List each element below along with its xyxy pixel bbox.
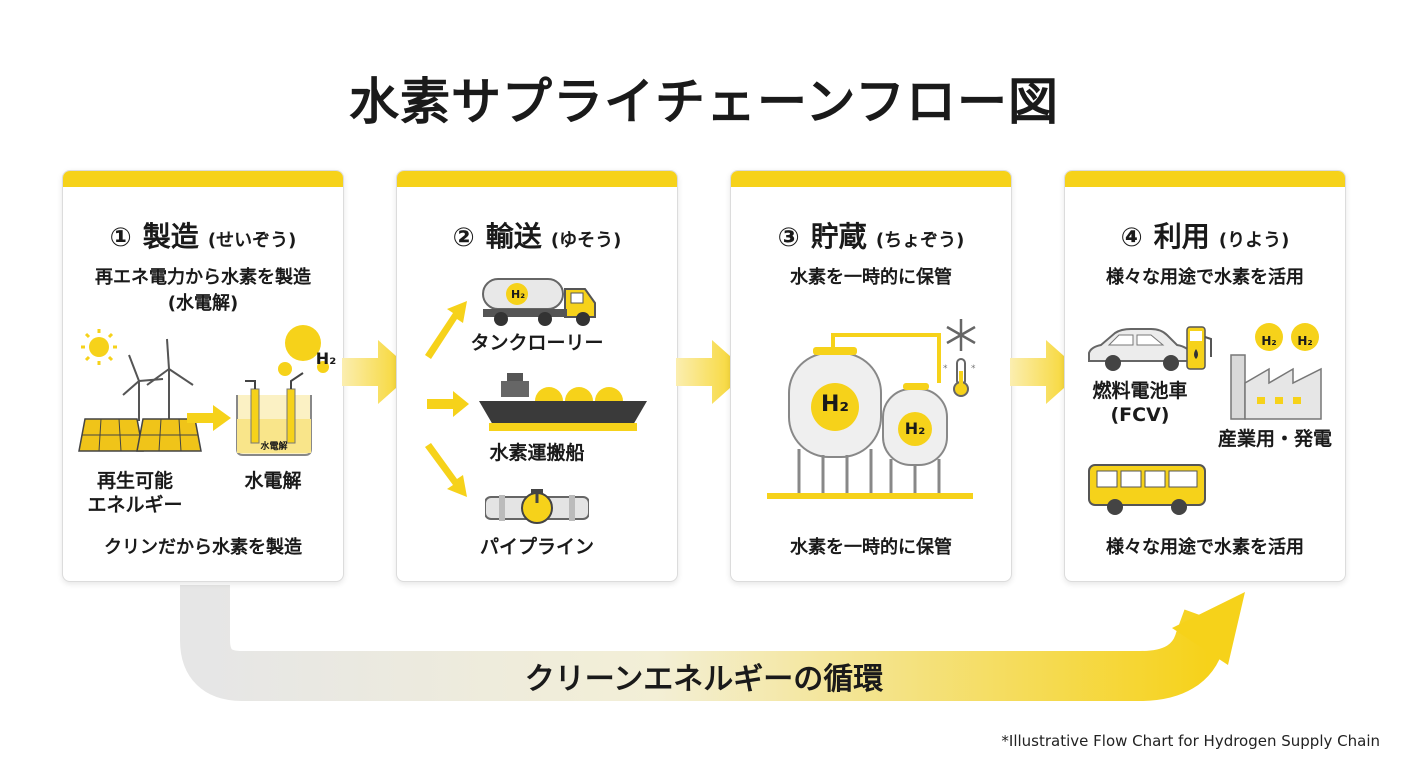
tank-label: 水電解 <box>260 442 288 452</box>
step-name: 輸送 <box>485 220 542 253</box>
step-card-utilization: ④ 利用 (りよう) 様々な用途で水素を活用 燃料電池車 (FCV) H₂ H₂… <box>1064 170 1346 582</box>
svg-text:*: * <box>943 364 948 374</box>
electrolysis-tank-icon <box>236 325 329 456</box>
step-heading: ③ 貯蔵 (ちょぞう) <box>731 215 1011 255</box>
h2-bubble-label: H₂ <box>315 349 337 368</box>
electrolysis-label: 水電解 <box>244 470 302 492</box>
page-title: 水素サプライチェーンフロー図 <box>349 73 1059 131</box>
step-reading: (ちょぞう) <box>875 230 965 251</box>
step-bottom-text: 水素を一時的に保管 <box>790 537 952 558</box>
renewable-energy-label: 再生可能 エネルギー <box>75 469 195 517</box>
big-tank-h2-label: H₂ <box>820 392 850 417</box>
thermometer-icon: * * <box>943 358 976 397</box>
step-description: 様々な用途で水素を活用 <box>1106 267 1304 288</box>
step-heading: ① 製造 (せいぞう) <box>63 215 343 255</box>
solar-panel-icon <box>78 418 202 452</box>
renewable-energy-icon <box>78 329 202 452</box>
step-number: ② <box>452 223 475 253</box>
step-description: 再エネ電力から水素を製造 (水電解) <box>63 265 343 317</box>
card-accent-bar <box>63 171 343 187</box>
ship-label: 水素運搬船 <box>489 442 585 464</box>
step-number: ① <box>109 223 132 253</box>
label-line: 再生可能 <box>96 470 173 492</box>
step-reading: (せいぞう) <box>207 230 297 251</box>
label-line: (FCV) <box>1110 404 1170 426</box>
label-line: 燃料電池車 <box>1092 380 1188 402</box>
card-accent-bar <box>731 171 1011 187</box>
step-bottom-text: 様々な用途で水素を活用 <box>1106 537 1304 558</box>
step-number: ④ <box>1120 223 1143 253</box>
branch-arrows-icon <box>425 301 469 497</box>
footnote: *Illustrative Flow Chart for Hydrogen Su… <box>1001 732 1380 750</box>
sun-icon <box>81 329 117 365</box>
small-arrow-icon <box>187 405 231 431</box>
hydrogen-ship-icon <box>479 373 647 431</box>
small-tank-h2-label: H₂ <box>904 419 926 438</box>
snowflake-icon <box>946 319 976 351</box>
step-card-storage: ③ 貯蔵 (ちょぞう) 水素を一時的に保管 H₂ H₂ * * <box>730 170 1012 582</box>
pipeline-icon <box>485 489 589 524</box>
label-line: エネルギー <box>87 494 183 516</box>
truck-h2-badge: H₂ <box>510 288 526 301</box>
fuel-cell-bus-icon <box>1088 464 1206 515</box>
step-reading: (りよう) <box>1218 230 1290 251</box>
svg-text:*: * <box>971 364 976 374</box>
card-accent-bar <box>397 171 677 187</box>
tank-truck-icon <box>482 278 596 326</box>
card-accent-bar <box>1065 171 1345 187</box>
storage-tanks-icon <box>767 333 973 499</box>
industry-h2-a: H₂ <box>1261 334 1277 348</box>
truck-label: タンクローリー <box>470 332 604 354</box>
industry-h2-b: H₂ <box>1297 334 1313 348</box>
step-number: ③ <box>777 223 800 253</box>
fuel-cell-car-icon <box>1088 328 1192 371</box>
step-name: 製造 <box>142 220 199 253</box>
industry-label: 産業用・発電 <box>1217 428 1332 450</box>
cycle-label: クリーンエネルギーの循環 <box>524 662 884 697</box>
fcv-label: 燃料電池車 (FCV) <box>1075 379 1205 427</box>
step-reading: (ゆそう) <box>550 230 622 251</box>
step-heading: ④ 利用 (りよう) <box>1065 215 1345 255</box>
step-name: 貯蔵 <box>810 220 867 253</box>
step-heading: ② 輸送 (ゆそう) <box>397 215 677 255</box>
step-card-transport: ② 輸送 (ゆそう) H₂ タンクローリー 水素運搬船 パイプライン <box>396 170 678 582</box>
step-description: 水素を一時的に保管 <box>790 267 952 288</box>
step-card-production: ① 製造 (せいぞう) 再エネ電力から水素を製造 (水電解) <box>62 170 344 582</box>
wind-turbine-icon <box>122 338 194 421</box>
step-name: 利用 <box>1153 220 1210 253</box>
hydrogen-station-icon <box>1186 326 1212 370</box>
factory-icon <box>1230 323 1322 420</box>
description-line: (水電解) <box>167 293 239 314</box>
step-bottom-text: クリンだから水素を製造 <box>104 537 302 558</box>
pipeline-label: パイプライン <box>479 536 594 558</box>
description-line: 再エネ電力から水素を製造 <box>95 267 311 288</box>
